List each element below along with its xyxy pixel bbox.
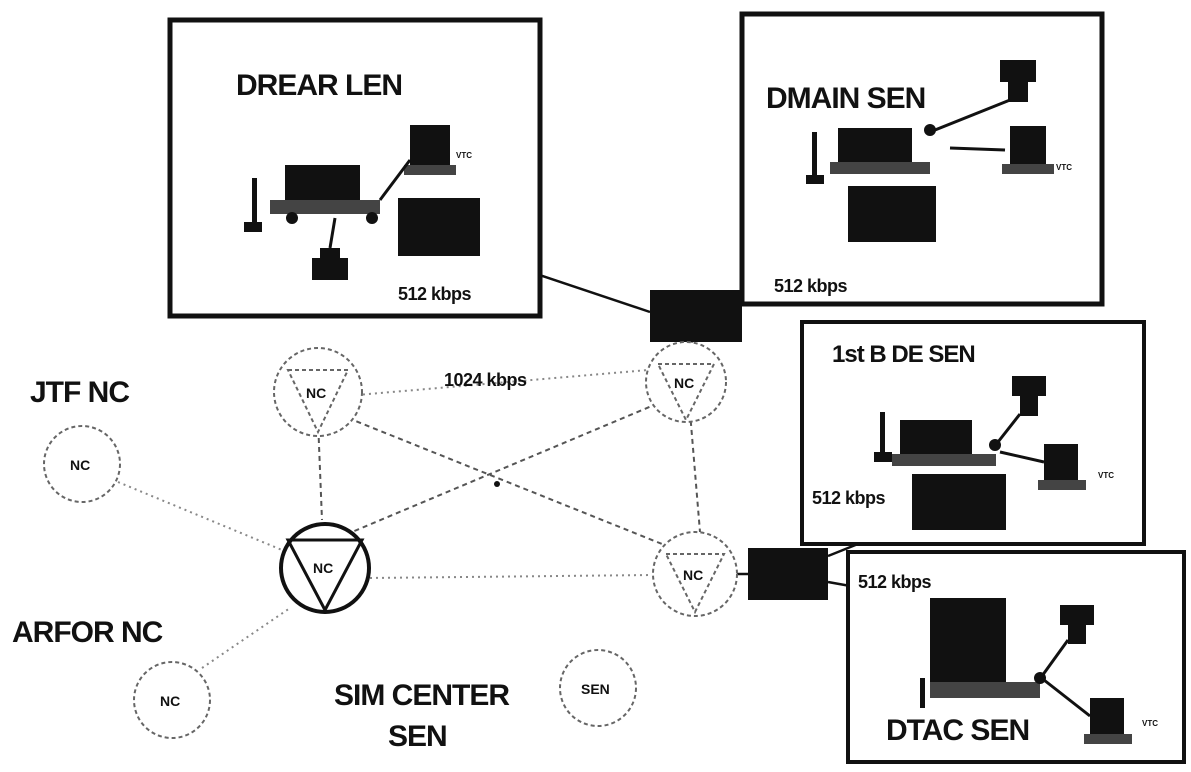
dtac-sen-rate: 512 kbps xyxy=(858,572,932,592)
nc-node-center: NC xyxy=(281,524,369,612)
vtc-label-drear: VTC xyxy=(456,151,472,160)
sim-center-label-line1: SIM CENTER xyxy=(334,679,510,712)
link-arfor-to-nc-center xyxy=(202,608,290,668)
multiplexer-icon xyxy=(912,474,1006,530)
link-nc-top-right-to-nc-center xyxy=(352,400,666,532)
drear-len-rate: 512 kbps xyxy=(398,284,472,304)
multiplexer-icon xyxy=(930,598,1006,688)
jtf-nc-label: JTF NC xyxy=(30,376,129,409)
node-box-dmain-sen: DMAIN SEN VTC 512 kbps xyxy=(742,14,1102,304)
node-box-dtac-sen: 512 kbps VTC DTAC SEN xyxy=(848,552,1184,762)
backbone-rate-label: 1024 kbps xyxy=(444,370,527,390)
drear-len-title: DREAR LEN xyxy=(236,69,402,102)
vtc-label-dtac: VTC xyxy=(1142,719,1158,728)
svg-text:NC: NC xyxy=(683,567,703,583)
dtac-sen-title: DTAC SEN xyxy=(886,714,1029,747)
node-box-1st-bde-sen: 1st B DE SEN VTC 512 kbps xyxy=(802,322,1144,544)
bde-sen-rate: 512 kbps xyxy=(812,488,886,508)
link-nc-top-left-to-nc-bottom-right xyxy=(348,418,672,548)
nc-node-top-right: NC xyxy=(646,342,726,422)
sen-node-sim-center: SEN xyxy=(560,650,636,726)
dmain-sen-rate: 512 kbps xyxy=(774,276,848,296)
link-jtf-to-nc-center xyxy=(118,482,282,550)
nc-node-arfor: NC xyxy=(134,662,210,738)
node-box-drear-len: DREAR LEN VTC 512 kbps xyxy=(170,20,540,316)
svg-text:NC: NC xyxy=(70,457,90,473)
vtc-label-bde: VTC xyxy=(1098,471,1114,480)
svg-text:SEN: SEN xyxy=(581,681,610,697)
svg-text:VTC: VTC xyxy=(1142,719,1158,728)
dmain-sen-title: DMAIN SEN xyxy=(766,82,925,115)
svg-text:NC: NC xyxy=(674,375,694,391)
link-nc-center-to-nc-bottom-right xyxy=(370,575,652,578)
svg-text:NC: NC xyxy=(160,693,180,709)
nc-node-jtf: NC xyxy=(44,426,120,502)
nc-node-top-left: NC xyxy=(274,348,362,436)
mesh-junction-dot xyxy=(494,481,500,487)
multiplexer-icon xyxy=(848,186,936,242)
svg-text:NC: NC xyxy=(306,385,326,401)
svg-text:VTC: VTC xyxy=(1056,163,1072,172)
switch-icon-lower xyxy=(748,548,828,600)
antenna-icon xyxy=(920,678,925,708)
multiplexer-icon xyxy=(398,198,480,256)
arfor-nc-label: ARFOR NC xyxy=(12,616,163,649)
nc-node-bottom-right: NC xyxy=(653,532,737,616)
vtc-label-dmain: VTC xyxy=(1056,163,1072,172)
bde-sen-title: 1st B DE SEN xyxy=(832,341,975,368)
svg-text:VTC: VTC xyxy=(1098,471,1114,480)
link-nc-top-right-to-nc-bottom-right xyxy=(690,412,700,532)
sim-center-label-line2: SEN xyxy=(388,720,447,753)
central-switch-icon xyxy=(650,290,742,342)
svg-text:VTC: VTC xyxy=(456,151,472,160)
svg-text:NC: NC xyxy=(313,560,333,576)
